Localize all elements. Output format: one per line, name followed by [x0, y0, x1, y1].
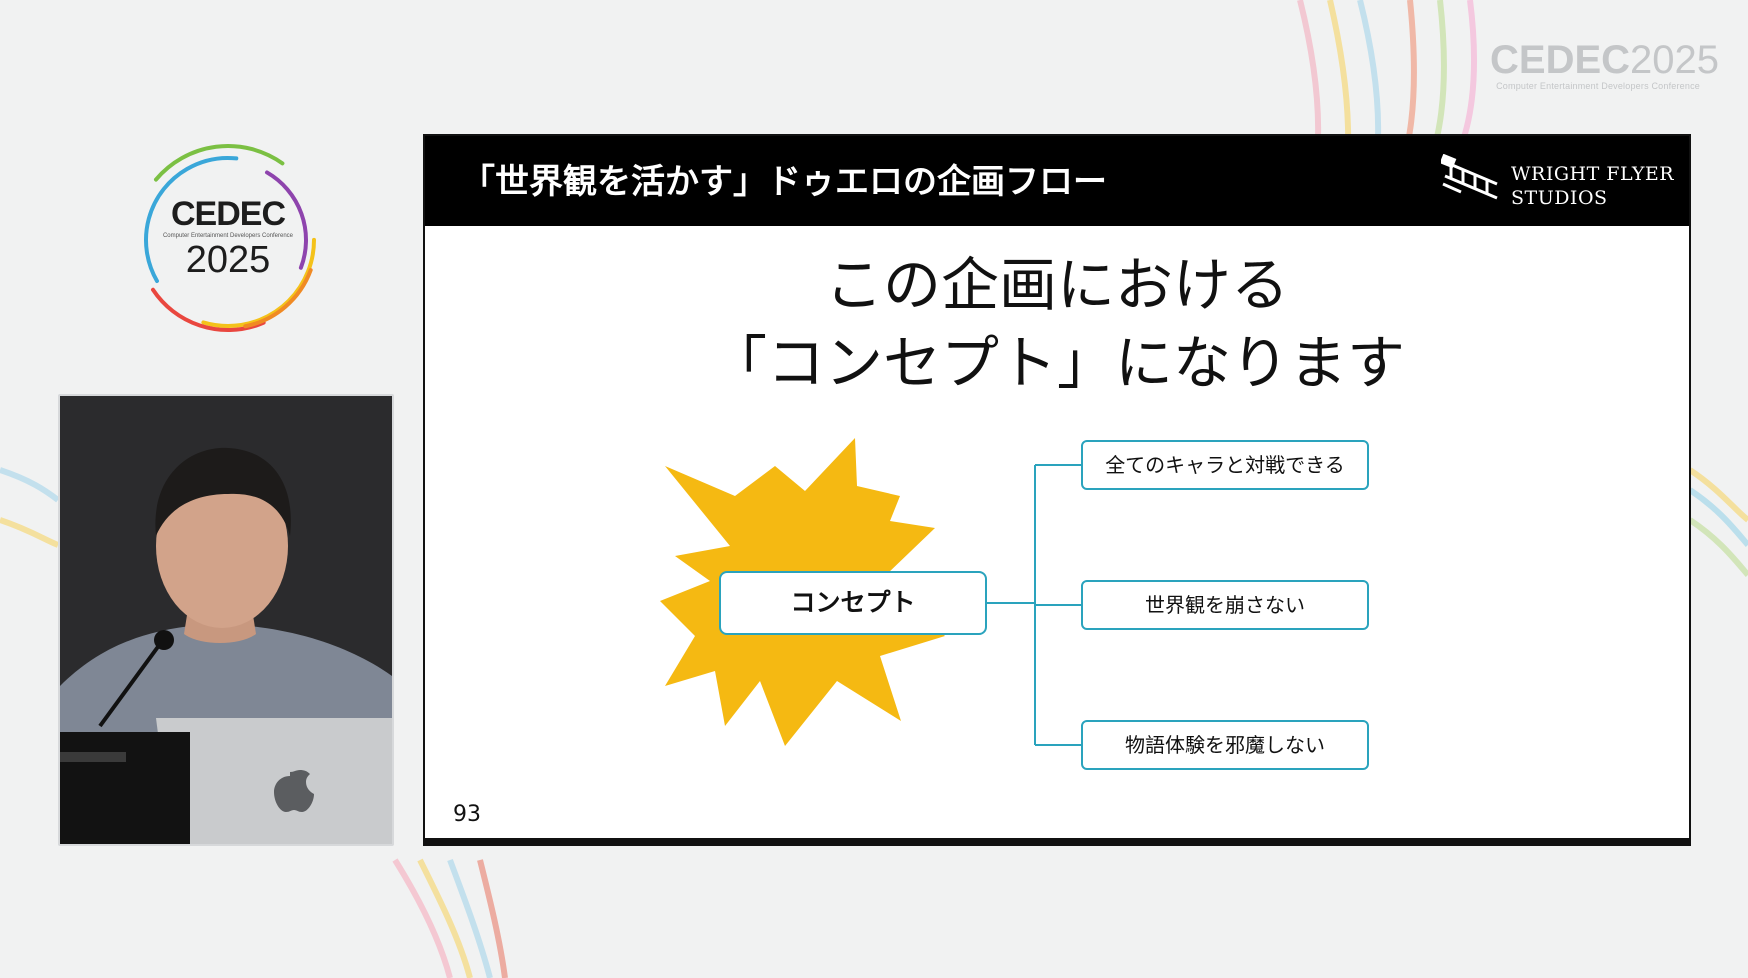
round-logo-year: 2025	[185, 239, 271, 281]
studio-brand: WRIGHT FLYER STUDIOS	[1441, 154, 1675, 210]
headline-line-1: この企画における	[824, 251, 1289, 319]
headline-line-2: 「コンセプト」になります	[708, 329, 1405, 397]
slide-headline: この企画における 「コンセプト」になります	[425, 246, 1689, 402]
round-logo-subtitle: Computer Entertainment Developers Confer…	[162, 233, 294, 239]
slide-title: 「世界観を活かす」ドゥエロの企画フロー	[461, 162, 1107, 202]
slide-page-number: 93	[453, 802, 481, 827]
wright-flyer-plane-icon	[1441, 154, 1498, 200]
corner-logo-subtitle: Computer Entertainment Developers Confer…	[1496, 81, 1700, 91]
speaker-video-frame	[60, 396, 392, 844]
brand-line-1: WRIGHT FLYER	[1511, 163, 1675, 185]
conference-corner-logo: CEDEC2025 Computer Entertainment Develop…	[1490, 38, 1719, 92]
concept-item: 物語体験を邪魔しない	[1081, 720, 1369, 770]
apple-logo-icon	[274, 770, 314, 812]
conference-round-logo: CEDEC Computer Entertainment Developers …	[128, 140, 328, 340]
connector-lines	[987, 464, 1081, 746]
concept-box: コンセプト	[719, 571, 987, 635]
slide-bottom-bar	[425, 838, 1689, 844]
slide-header: 「世界観を活かす」ドゥエロの企画フロー WRIGHT FLYER STUDIOS	[425, 136, 1689, 226]
corner-logo-mark: CEDEC	[1490, 38, 1631, 82]
presentation-slide: 「世界観を活かす」ドゥエロの企画フロー WRIGHT FLYER STUDIOS	[423, 134, 1691, 846]
concept-diagram	[660, 438, 1081, 746]
concept-item: 全てのキャラと対戦できる	[1081, 440, 1369, 490]
concept-item: 世界観を崩さない	[1081, 580, 1369, 630]
corner-logo-year: 2025	[1630, 38, 1720, 82]
speaker-camera-feed	[58, 394, 394, 846]
colorful-ring-icon	[132, 144, 324, 336]
brand-line-2: STUDIOS	[1511, 187, 1608, 209]
round-logo-mark: CEDEC	[170, 195, 286, 233]
